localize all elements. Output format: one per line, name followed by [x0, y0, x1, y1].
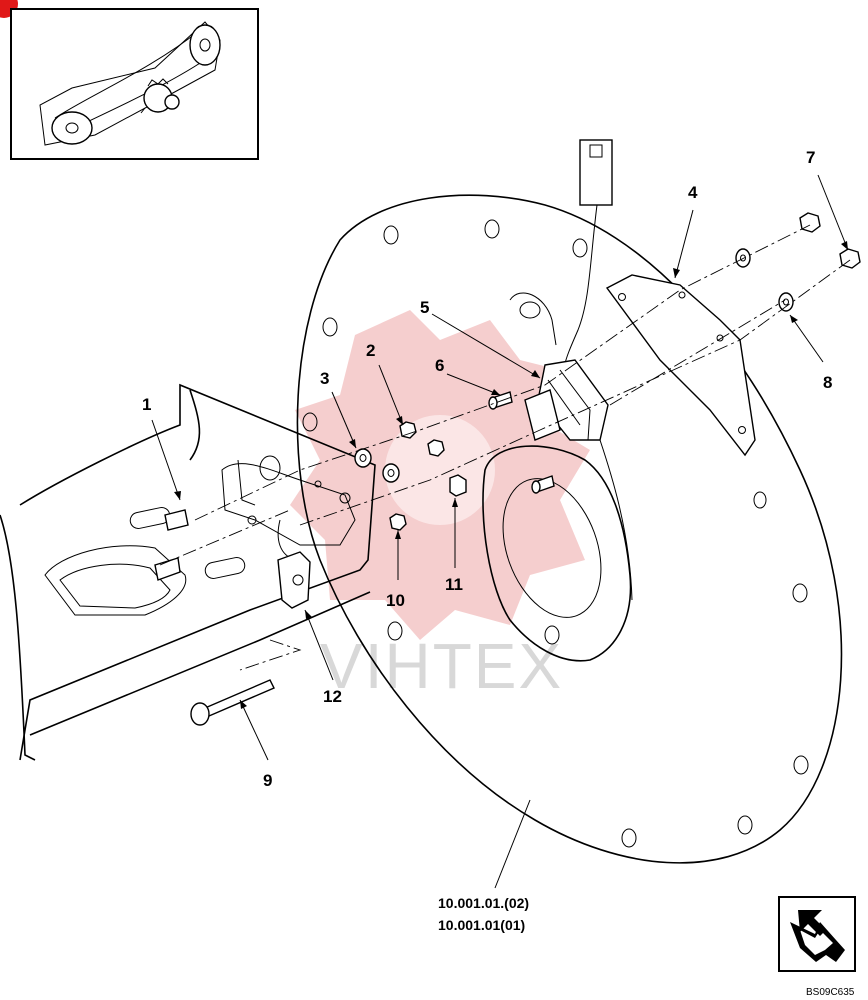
reference-labels: 10.001.01.(02) 10.001.01(01) [438, 895, 529, 933]
disc-plate [296, 194, 843, 864]
disc-studs [488, 391, 555, 494]
carriage-bolt-9 [190, 679, 275, 726]
callout-1: 1 [142, 395, 151, 414]
leader-lines [151, 174, 849, 889]
callout-7: 7 [806, 148, 815, 167]
locator-thumbnail[interactable] [10, 8, 259, 160]
sensor-bracket [605, 274, 756, 457]
sensor-connector [562, 139, 633, 601]
callout-4: 4 [688, 183, 698, 202]
callout-labels: 1 2 3 4 5 6 7 8 9 10 11 12 [142, 148, 832, 790]
callout-6: 6 [435, 356, 444, 375]
bracket-12 [277, 551, 311, 609]
callout-9: 9 [263, 771, 272, 790]
callout-5: 5 [420, 298, 429, 317]
assembly-center-lines [159, 224, 851, 671]
callout-11: 11 [445, 575, 463, 594]
callout-10: 10 [386, 591, 405, 610]
drawing-code: BS09C635 [806, 987, 855, 998]
watermark-text: VIHTEX [320, 630, 563, 702]
frame-bracket [0, 383, 376, 761]
disc-bolt-holes [302, 219, 809, 848]
callout-2: 2 [366, 341, 375, 360]
callout-3: 3 [320, 369, 329, 388]
callout-12: 12 [323, 687, 342, 706]
belt-drive-thumbnail-icon [39, 21, 221, 146]
speed-sensor [524, 359, 609, 441]
reference-label[interactable]: 10.001.01(01) [438, 917, 525, 933]
reference-label[interactable]: 10.001.01.(02) [438, 895, 529, 911]
callout-8: 8 [823, 373, 832, 392]
corner-arrow-icon[interactable] [778, 896, 856, 972]
